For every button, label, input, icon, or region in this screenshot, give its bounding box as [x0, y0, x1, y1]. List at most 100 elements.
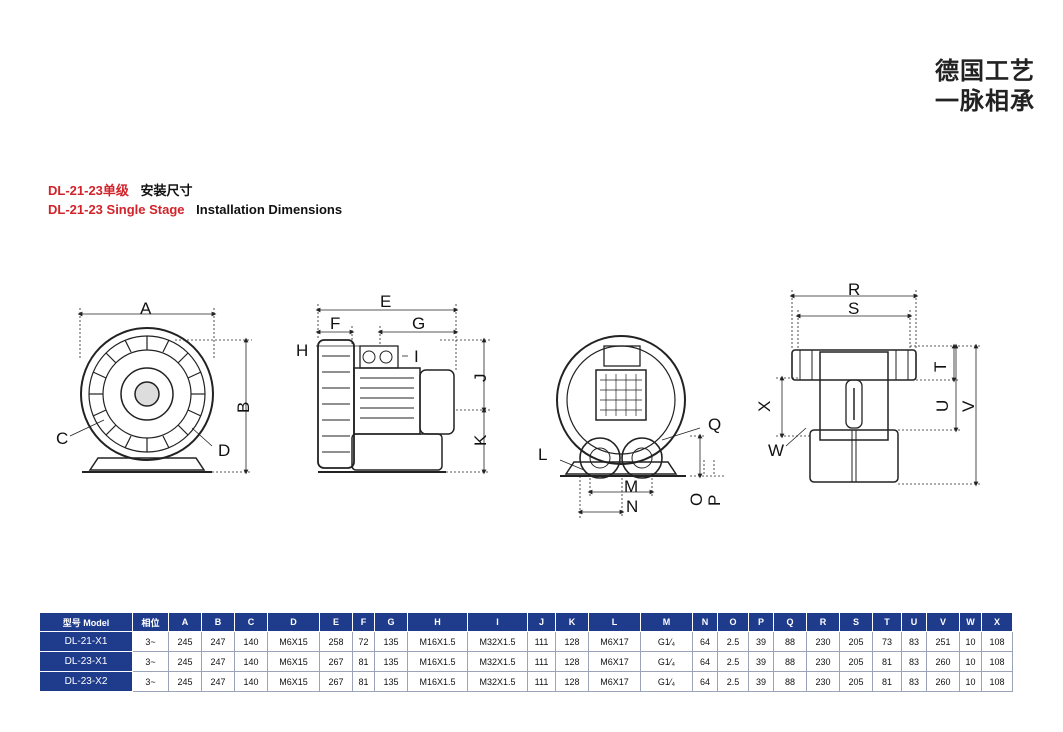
table-header-cell: 型号 Model [39, 612, 133, 632]
table-cell: 81 [352, 651, 375, 672]
table-cell: G1⁄₄ [640, 631, 693, 652]
table-header-cell: F [352, 612, 375, 632]
table-cell: 64 [692, 631, 718, 652]
table-cell: 3~ [132, 651, 169, 672]
dim-label-G: G [412, 314, 425, 333]
table-header-cell: M [640, 612, 693, 632]
table-cell: 267 [319, 651, 353, 672]
table-cell: 260 [926, 671, 960, 692]
table-header-cell: H [407, 612, 468, 632]
dim-label-R: R [848, 280, 860, 299]
table-cell: 108 [981, 631, 1013, 652]
dim-label-D: D [218, 441, 230, 460]
table-header-cell: D [267, 612, 320, 632]
table-cell: 108 [981, 671, 1013, 692]
table-header-cell: I [467, 612, 528, 632]
slogan-line-1: 德国工艺 [935, 57, 1035, 85]
dim-label-N: N [626, 497, 638, 516]
dimension-drawings: A B C D E F G H I J K L M N O P Q R S T … [56, 280, 982, 518]
table-cell-model: DL-23-X1 [39, 651, 133, 672]
table-cell: M16X1.5 [407, 671, 468, 692]
table-cell: 128 [555, 651, 589, 672]
table-cell: M32X1.5 [467, 651, 528, 672]
top-view-drawing [791, 349, 917, 483]
table-cell: 128 [555, 631, 589, 652]
table-cell: 128 [555, 671, 589, 692]
table-cell: M6X15 [267, 631, 320, 652]
table-cell: 39 [748, 631, 774, 652]
table-cell: 39 [748, 651, 774, 672]
dim-label-O: O [687, 493, 706, 506]
table-cell: 205 [839, 671, 873, 692]
table-cell: 2.5 [717, 651, 749, 672]
table-header-cell: Q [773, 612, 807, 632]
table-cell: 72 [352, 631, 375, 652]
dim-label-S: S [848, 299, 859, 318]
table-cell: 88 [773, 631, 807, 652]
table-cell: 247 [201, 631, 235, 652]
dim-label-F: F [330, 314, 340, 333]
table-cell: 267 [319, 671, 353, 692]
table-cell: 81 [872, 651, 902, 672]
table-header-cell: W [959, 612, 982, 632]
table-cell: M16X1.5 [407, 651, 468, 672]
dim-label-M: M [624, 477, 638, 496]
table-cell: M32X1.5 [467, 671, 528, 692]
dim-label-J: J [471, 374, 490, 383]
slogan: 德国工艺 一脉相承 [935, 56, 1035, 116]
table-cell: 140 [234, 651, 268, 672]
table-header-cell: J [527, 612, 556, 632]
table-header-cell: R [806, 612, 840, 632]
table-cell: 108 [981, 651, 1013, 672]
table-cell: G1⁄₄ [640, 671, 693, 692]
table-cell: 10 [959, 671, 982, 692]
table-cell: 230 [806, 651, 840, 672]
table-cell-model: DL-21-X1 [39, 631, 133, 652]
table-cell: M6X17 [588, 651, 641, 672]
table-cell: 111 [527, 671, 556, 692]
table-cell: 2.5 [717, 631, 749, 652]
table-cell: 260 [926, 651, 960, 672]
table-header-cell: A [168, 612, 202, 632]
heading-english: DL-21-23 Single Stage Installation Dimen… [48, 202, 342, 217]
table-cell: 140 [234, 671, 268, 692]
dim-label-C: C [56, 429, 68, 448]
table-cell: 258 [319, 631, 353, 652]
slogan-line-2: 一脉相承 [935, 87, 1035, 115]
side-view-drawing [317, 339, 455, 473]
table-cell-model: DL-23-X2 [39, 671, 133, 692]
table-cell: 83 [901, 671, 927, 692]
dim-label-W: W [768, 441, 784, 460]
table-cell: 230 [806, 631, 840, 652]
dim-label-U: U [933, 400, 952, 412]
table-header-cell: 相位 [132, 612, 169, 632]
table-header-cell: P [748, 612, 774, 632]
table-header-cell: N [692, 612, 718, 632]
table-cell: M6X17 [588, 671, 641, 692]
dim-label-T: T [931, 362, 950, 372]
table-cell: 10 [959, 651, 982, 672]
table-header-cell: K [555, 612, 589, 632]
table-cell: 81 [352, 671, 375, 692]
dimension-labels: A B C D E F G H I J K L M N O P Q R S T … [56, 280, 978, 516]
table-header-cell: X [981, 612, 1013, 632]
table-cell: 39 [748, 671, 774, 692]
table-cell: 245 [168, 651, 202, 672]
heading-en-code: DL-21-23 Single Stage [48, 202, 185, 217]
front-view-drawing [80, 327, 214, 473]
table-header-cell: G [374, 612, 408, 632]
table-cell: M32X1.5 [467, 631, 528, 652]
table-cell: G1⁄₄ [640, 651, 693, 672]
table-header-cell: O [717, 612, 749, 632]
table-cell: 135 [374, 671, 408, 692]
dim-label-A: A [140, 299, 152, 318]
dim-label-H: H [296, 341, 308, 360]
table-cell: 111 [527, 651, 556, 672]
table-cell: M6X17 [588, 631, 641, 652]
table-cell: M16X1.5 [407, 631, 468, 652]
table-cell: 73 [872, 631, 902, 652]
table-cell: 205 [839, 631, 873, 652]
